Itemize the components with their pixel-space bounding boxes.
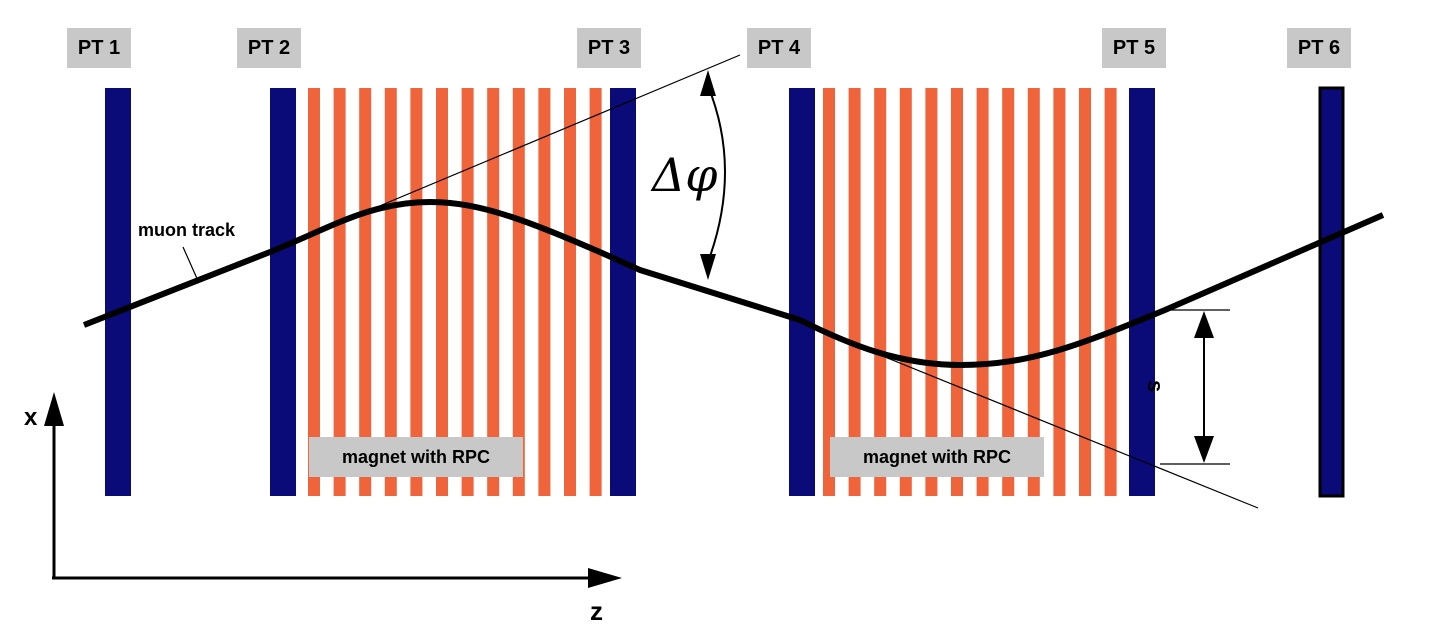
z-axis-label: z — [590, 596, 603, 626]
rpc-layer-m1-2 — [333, 88, 346, 496]
x-axis-arrowhead — [44, 392, 64, 426]
station-chamber-pt1 — [105, 88, 131, 496]
station-label-pt4: PT 4 — [747, 28, 811, 68]
rpc-layer-m2-11 — [1079, 88, 1091, 496]
tangent-line-lower — [879, 354, 1259, 509]
rpc-layer-m2-2 — [848, 88, 861, 496]
delta-phi-label: Δφ — [652, 148, 718, 202]
rpc-layer-m1-5 — [410, 88, 423, 496]
rpc-layer-m1-12 — [589, 88, 602, 496]
rpc-layer-m1-9 — [512, 88, 525, 496]
delta-phi-arrowhead-bottom — [700, 254, 716, 280]
rpc-layer-m2-9 — [1027, 88, 1040, 496]
rpc-layer-m1-10 — [538, 88, 551, 496]
muon-track-label: muon track — [138, 220, 236, 241]
station-chamber-pt2 — [270, 88, 296, 496]
rpc-layer-m1-6 — [436, 88, 448, 496]
delta-phi-arc — [707, 85, 726, 263]
rpc-layer-m1-4 — [384, 88, 397, 496]
rpc-layer-m2-7 — [976, 88, 989, 496]
muon-track-leader — [182, 246, 200, 284]
rpc-layer-m1-8 — [487, 88, 500, 496]
delta-phi-arrowhead-top — [700, 70, 716, 96]
rpc-layer-m2-3 — [874, 88, 887, 496]
station-label-pt2: PT 2 — [237, 28, 301, 68]
station-label-pt1: PT 1 — [67, 28, 131, 68]
station-label-pt6: PT 6 — [1287, 28, 1351, 68]
station-layers — [105, 86, 1345, 498]
muon-track — [82, 199, 1385, 368]
rpc-layers — [308, 88, 1143, 496]
station-label-pt5: PT 5 — [1102, 28, 1166, 68]
rpc-layer-m1-11 — [564, 88, 576, 496]
rpc-layer-m2-1 — [823, 88, 835, 496]
rpc-layer-m1-7 — [461, 88, 474, 496]
rpc-layer-m2-6 — [951, 88, 963, 496]
rpc-layer-m1-1 — [308, 88, 320, 496]
rpc-layer-m2-4 — [899, 88, 912, 496]
rpc-layer-m2-12 — [1104, 88, 1117, 496]
station-chamber-pt6 — [1318, 86, 1345, 498]
x-axis-label: x — [24, 404, 38, 431]
sagitta-arrowhead-top — [1194, 311, 1214, 338]
rpc-layer-m2-10 — [1053, 88, 1066, 496]
rpc-layer-m2-8 — [1002, 88, 1015, 496]
station-chamber-pt5 — [1129, 88, 1155, 496]
sagitta-label: s — [1143, 380, 1168, 393]
station-label-pt3: PT 3 — [577, 28, 641, 68]
tangent-line-upper — [369, 54, 741, 211]
magnet-label-1: magnet with RPC — [309, 437, 523, 477]
rpc-layer-m1-3 — [359, 88, 372, 496]
magnet-label-2: magnet with RPC — [830, 437, 1044, 477]
z-axis-arrowhead — [588, 568, 622, 588]
station-chamber-pt3 — [610, 88, 636, 496]
sagitta-arrowhead-bottom — [1194, 436, 1214, 463]
station-chamber-pt4 — [789, 88, 815, 496]
rpc-layer-m2-5 — [925, 88, 938, 496]
